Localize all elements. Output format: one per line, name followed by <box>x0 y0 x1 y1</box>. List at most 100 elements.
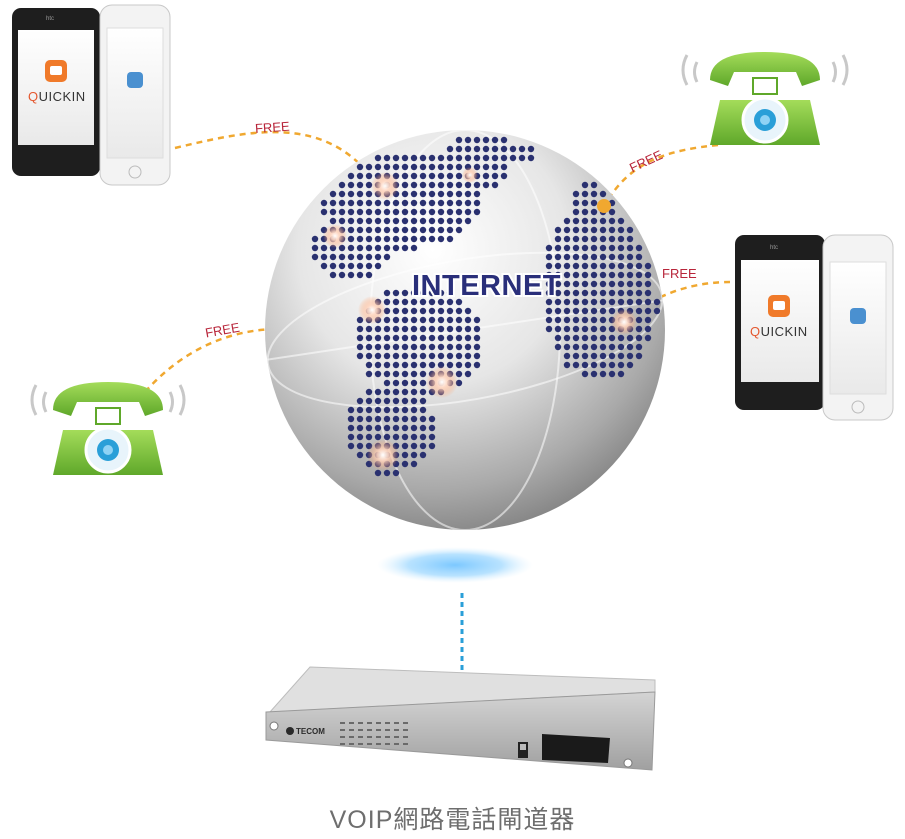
continent-dot <box>410 343 418 351</box>
continent-dot <box>554 244 562 252</box>
continent-dot <box>401 460 409 468</box>
continent-dot <box>320 253 328 261</box>
continent-dot <box>464 181 472 189</box>
continent-dot <box>410 226 418 234</box>
continent-dot <box>626 334 634 342</box>
diagram-caption: VOIP網路電話閘道器 <box>329 806 576 834</box>
continent-dot <box>347 424 355 432</box>
led-indicator <box>403 743 408 745</box>
continent-dot <box>383 361 391 369</box>
continent-dot <box>419 307 427 315</box>
continent-dot <box>554 235 562 243</box>
continent-dot <box>329 208 337 216</box>
continent-dot <box>383 388 391 396</box>
continent-dot <box>419 424 427 432</box>
led-indicator <box>349 729 354 731</box>
continent-dot <box>590 361 598 369</box>
continent-dot <box>392 361 400 369</box>
continent-dot <box>410 325 418 333</box>
continent-dot <box>419 352 427 360</box>
continent-dot <box>545 244 553 252</box>
continent-dot <box>401 424 409 432</box>
continent-dot <box>635 325 643 333</box>
continent-dot <box>581 298 589 306</box>
continent-dot <box>392 325 400 333</box>
continent-dot <box>356 343 364 351</box>
continent-dot <box>644 280 652 288</box>
continent-dot <box>392 226 400 234</box>
telephone-icon-left <box>30 382 186 475</box>
continent-dot <box>428 433 436 441</box>
continent-dot <box>581 352 589 360</box>
continent-dot <box>599 307 607 315</box>
continent-dot <box>473 190 481 198</box>
continent-dot <box>581 199 589 207</box>
continent-dot <box>599 226 607 234</box>
continent-dot <box>374 388 382 396</box>
led-indicator <box>358 736 363 738</box>
continent-dot <box>437 172 445 180</box>
continent-dot <box>365 415 373 423</box>
continent-dot <box>635 262 643 270</box>
continent-dot <box>347 406 355 414</box>
continent-dot <box>428 316 436 324</box>
continent-dot <box>338 271 346 279</box>
continent-dot <box>617 262 625 270</box>
continent-dot <box>365 199 373 207</box>
continent-dot <box>554 271 562 279</box>
led-indicator <box>340 722 345 724</box>
continent-dot <box>356 271 364 279</box>
continent-dot <box>500 163 508 171</box>
continent-dot <box>581 370 589 378</box>
continent-dot <box>320 208 328 216</box>
continent-dot <box>365 325 373 333</box>
continent-dot <box>554 334 562 342</box>
continent-dot <box>644 298 652 306</box>
continent-dot <box>572 343 580 351</box>
continent-dot <box>455 316 463 324</box>
continent-dot <box>491 172 499 180</box>
continent-dot <box>572 280 580 288</box>
continent-dot <box>446 316 454 324</box>
continent-dot <box>419 379 427 387</box>
continent-dot <box>518 154 526 162</box>
continent-dot <box>491 145 499 153</box>
continent-dot <box>590 271 598 279</box>
continent-dot <box>428 199 436 207</box>
continent-dot <box>581 226 589 234</box>
continent-dot <box>455 136 463 144</box>
continent-dot <box>320 244 328 252</box>
continent-dot <box>329 262 337 270</box>
continent-dot <box>446 181 454 189</box>
led-indicator <box>340 743 345 745</box>
continent-dot <box>446 172 454 180</box>
continent-dot <box>635 244 643 252</box>
continent-dot <box>383 199 391 207</box>
continent-dot <box>482 154 490 162</box>
continent-dot <box>518 145 526 153</box>
continent-dot <box>437 316 445 324</box>
continent-dot <box>392 208 400 216</box>
continent-dot <box>410 334 418 342</box>
continent-dot <box>599 316 607 324</box>
continent-dot <box>590 343 598 351</box>
continent-dot <box>428 172 436 180</box>
continent-dot <box>554 343 562 351</box>
continent-dot <box>509 154 517 162</box>
continent-dot <box>563 334 571 342</box>
continent-dot <box>401 334 409 342</box>
continent-dot <box>428 181 436 189</box>
continent-dot <box>383 253 391 261</box>
continent-dot <box>581 271 589 279</box>
continent-dot <box>356 163 364 171</box>
continent-dot <box>581 343 589 351</box>
continent-dot <box>374 424 382 432</box>
continent-dot <box>581 325 589 333</box>
continent-dot <box>419 397 427 405</box>
continent-dot <box>581 208 589 216</box>
continent-dot <box>608 271 616 279</box>
telephone-icon-right <box>681 52 849 145</box>
continent-dot <box>572 352 580 360</box>
continent-dot <box>410 361 418 369</box>
continent-dot <box>374 244 382 252</box>
